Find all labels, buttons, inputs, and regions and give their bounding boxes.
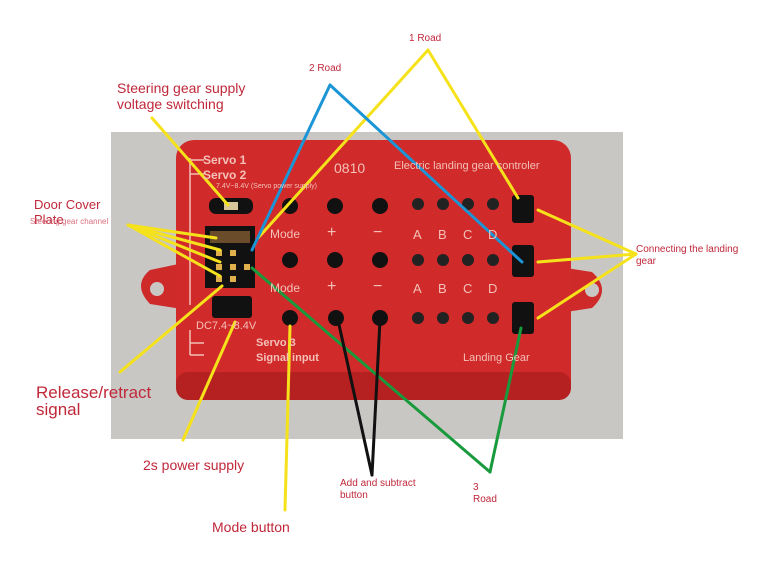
- pin: [230, 264, 236, 270]
- board-letter-d-2: D: [488, 281, 498, 296]
- led-c3: [462, 312, 474, 324]
- mounting-tab-right: [566, 268, 602, 312]
- label-mode-button: Mode button: [212, 519, 290, 535]
- board-mode-label-2: Mode: [270, 281, 301, 295]
- mounting-hole-left: [150, 282, 164, 296]
- line-steering-supply: [150, 116, 230, 207]
- button-top-left: [282, 198, 298, 214]
- led-c1: [462, 198, 474, 210]
- label-road1: 1 Road: [409, 33, 442, 44]
- led-c2: [462, 254, 474, 266]
- pin: [244, 264, 250, 270]
- line-power-supply: [181, 320, 237, 442]
- board-landing-gear: Landing Gear: [463, 352, 530, 364]
- led-d3: [487, 312, 499, 324]
- board-plus-label-1: +: [327, 224, 337, 241]
- board-signal: Signal input: [256, 352, 319, 364]
- line-road2-right: [328, 83, 524, 264]
- led-d2: [487, 254, 499, 266]
- line-add: [336, 318, 374, 477]
- line-road2-left: [250, 83, 332, 252]
- line-channel-1: [126, 223, 218, 240]
- button-plus-top: [327, 198, 343, 214]
- button-plus: [327, 252, 343, 268]
- line-subtract: [370, 318, 382, 477]
- line-release-retract: [118, 284, 224, 374]
- button-mode-lower: [282, 310, 298, 326]
- line-road1-right: [426, 48, 520, 200]
- led-b3: [437, 312, 449, 324]
- label-connecting-gear: Connecting the landing gear: [636, 244, 739, 267]
- label-door-cover: Door Cover Plate: [34, 197, 101, 227]
- line-road3-right: [488, 326, 523, 474]
- servo-bracket-bottom: [189, 330, 204, 356]
- board-letter-c-2: C: [463, 281, 473, 296]
- pin: [230, 276, 236, 282]
- label-release-retract: Release/retract signal: [36, 383, 152, 419]
- line-road1-left: [256, 48, 430, 240]
- button-minus-lower: [372, 310, 388, 326]
- led-b2: [437, 254, 449, 266]
- board-letter-a-1: A: [413, 227, 422, 242]
- button-minus-top: [372, 198, 388, 214]
- board-minus-label-1: −: [373, 224, 383, 241]
- led-a3: [412, 312, 424, 324]
- line-gear-1: [536, 208, 638, 256]
- board-minus-label-2: −: [373, 278, 383, 295]
- label-road3: 3 Road: [473, 482, 497, 505]
- landing-gear-connector-3: [512, 302, 534, 334]
- led-b1: [437, 198, 449, 210]
- power-connector: [212, 296, 252, 318]
- line-gear-3: [536, 252, 638, 320]
- board-dc: DC7.4~8.4V: [196, 320, 257, 332]
- label-power-supply: 2s power supply: [143, 457, 245, 473]
- board-mode-label-1: Mode: [270, 227, 301, 241]
- line-channel-4: [126, 223, 222, 278]
- button-mode: [282, 252, 298, 268]
- label-add-subtract: Add and subtract button: [340, 478, 416, 501]
- door-cover-plate: [210, 231, 250, 243]
- pin: [230, 250, 236, 256]
- label-steering-supply: Steering gear supply voltage switching: [117, 80, 246, 113]
- label-road2: 2 Road: [309, 63, 342, 74]
- landing-gear-connector-1: [512, 195, 534, 223]
- pin: [216, 276, 222, 282]
- pin: [216, 264, 222, 270]
- line-road3-left: [250, 266, 492, 474]
- led-a1: [412, 198, 424, 210]
- pin: [216, 250, 222, 256]
- board-letter-b-2: B: [438, 281, 447, 296]
- board-supply-range: 7.4V~8.4V (Servo power supply): [216, 183, 317, 190]
- label-steering-channel: Steering gear channel: [30, 217, 109, 226]
- board-letter-d-1: D: [488, 227, 498, 242]
- board-servo3: Servo 3: [256, 337, 296, 349]
- button-plus-lower: [328, 310, 344, 326]
- board-model: 0810: [334, 160, 366, 176]
- button-minus: [372, 252, 388, 268]
- led-d1: [487, 198, 499, 210]
- line-channel-2: [126, 223, 222, 252]
- line-channel-3: [126, 223, 222, 264]
- board-plus-label-2: +: [327, 278, 337, 295]
- board-letter-b-1: B: [438, 227, 447, 242]
- line-mode-button: [283, 324, 292, 512]
- board-title: Electric landing gear controler: [394, 160, 540, 172]
- voltage-switch-knob: [224, 202, 238, 210]
- board-bottom-edge: [176, 372, 571, 400]
- led-a2: [412, 254, 424, 266]
- board-letter-c-1: C: [463, 227, 473, 242]
- line-gear-2: [536, 252, 638, 264]
- board-servo2: Servo 2: [203, 168, 247, 182]
- board-letter-a-2: A: [413, 281, 422, 296]
- board-servo1: Servo 1: [203, 153, 247, 167]
